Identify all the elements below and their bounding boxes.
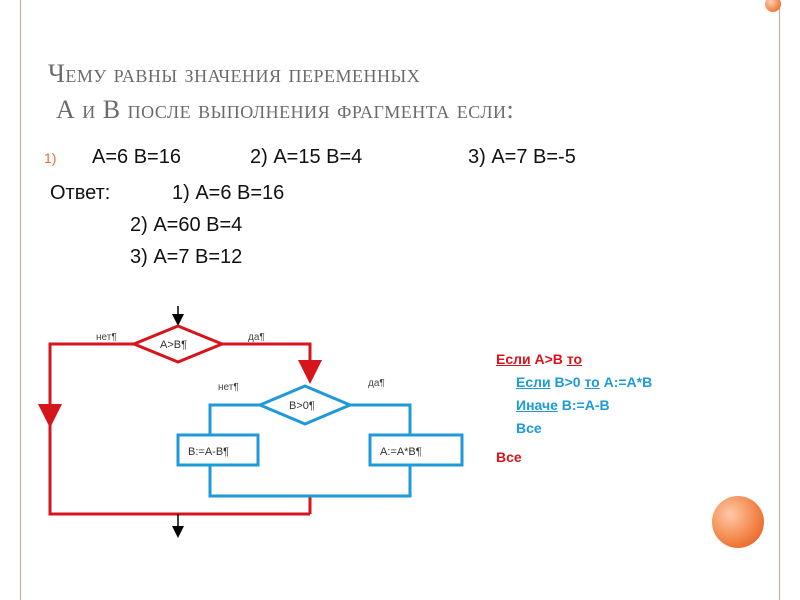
stmt-else: B:=A-B [561,397,610,413]
slide-frame [20,0,780,600]
code-line-3: Иначе B:=A-B [516,394,610,416]
cond-outer-label: A>B¶ [160,339,187,351]
kw-then-inner: то [584,374,600,390]
box-right-label: A:=A*B¶ [380,446,422,458]
code-line-5: Все [496,446,522,468]
inner-no-label: нет¶ [218,382,239,393]
answer-1: 1) А=6 В=16 [172,182,285,204]
list-marker: 1) [44,150,57,166]
kw-end-inner: Все [516,420,542,436]
title-line-2: А и В после выполнения фрагмента если: [56,95,515,124]
outer-yes-label: да¶ [248,332,265,343]
case-2: 2) А=15 В=4 [250,146,363,168]
inner-merge [208,465,412,498]
case-3: 3) А=7 В=-5 [468,146,576,168]
stmt-then: A:=A*B [603,374,653,390]
outer-no-branch [48,342,310,516]
decision-inner [256,384,354,426]
code-line-2: Если B>0 то A:=A*B [516,371,652,393]
code-line-1: Если A>B то [496,348,582,370]
outer-yes-branch [222,342,322,384]
slide-title: Чему равны значения переменных А и В пос… [48,56,768,128]
decor-orb-small [765,0,781,12]
box-left [176,433,260,467]
kw-then-outer: то [566,351,583,367]
kw-end-outer: Все [496,449,522,465]
kw-else: Иначе [516,397,558,413]
cond-inner-label: B>0¶ [289,400,315,412]
cond-outer: A>B [534,351,563,367]
inner-no-branch [208,403,260,435]
decision-outer [130,324,226,364]
inner-yes-branch [350,403,412,435]
box-left-label: B:=A-B¶ [188,446,229,458]
box-right [368,433,464,467]
code-line-4: Все [516,417,542,439]
answer-label: Ответ: [50,182,111,204]
outer-no-label: нет¶ [96,332,117,343]
inner-yes-label: да¶ [368,378,385,389]
decor-orb-large [712,496,764,548]
answer-2: 2) А=60 В=4 [130,214,243,236]
answer-3: 3) А=7 В=12 [130,246,243,268]
kw-if-inner: Если [516,374,551,390]
title-line-1: Чему равны значения переменных [48,59,421,88]
case-1: А=6 В=16 [92,146,181,168]
kw-if-outer: Если [496,351,531,367]
cond-inner: B>0 [554,374,581,390]
